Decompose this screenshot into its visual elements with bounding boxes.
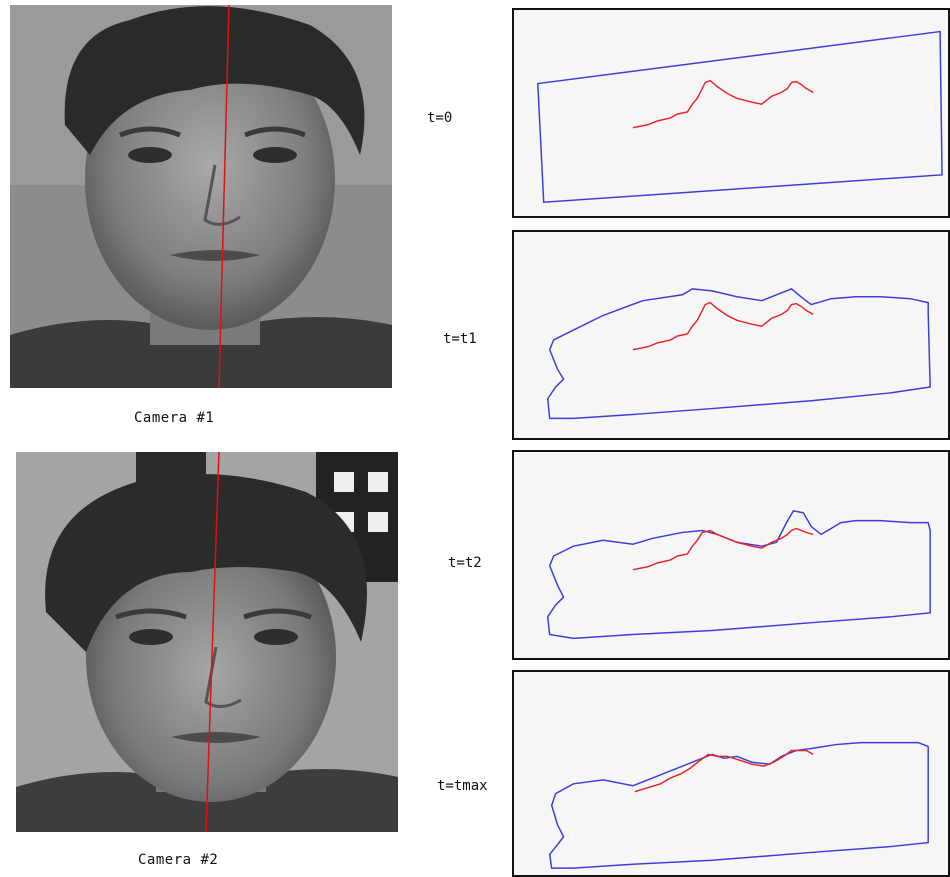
- deforming-contour: [546, 510, 931, 640]
- profile-curve: [632, 527, 814, 571]
- camera-2-label: Camera #2: [138, 852, 219, 868]
- initial-contour: [537, 30, 943, 204]
- contour-panel-t2: [512, 450, 950, 660]
- deforming-contour: [548, 741, 929, 869]
- contour-panel-tmax: [512, 670, 950, 877]
- profile-curve: [632, 79, 814, 129]
- camera-1-label: Camera #1: [134, 410, 215, 426]
- profile-curve: [634, 749, 814, 793]
- time-label-tmax: t=tmax: [437, 778, 488, 794]
- deforming-contour: [546, 288, 931, 420]
- time-label-t1: t=t1: [443, 331, 477, 347]
- contour-panel-t0: [512, 8, 950, 218]
- profile-curve: [632, 301, 814, 351]
- contour-panel-t1: [512, 230, 950, 440]
- camera-2-image: [16, 452, 398, 832]
- time-label-t2: t=t2: [448, 555, 482, 571]
- camera-1-image: [10, 5, 392, 388]
- time-label-t0: t=0: [427, 110, 453, 126]
